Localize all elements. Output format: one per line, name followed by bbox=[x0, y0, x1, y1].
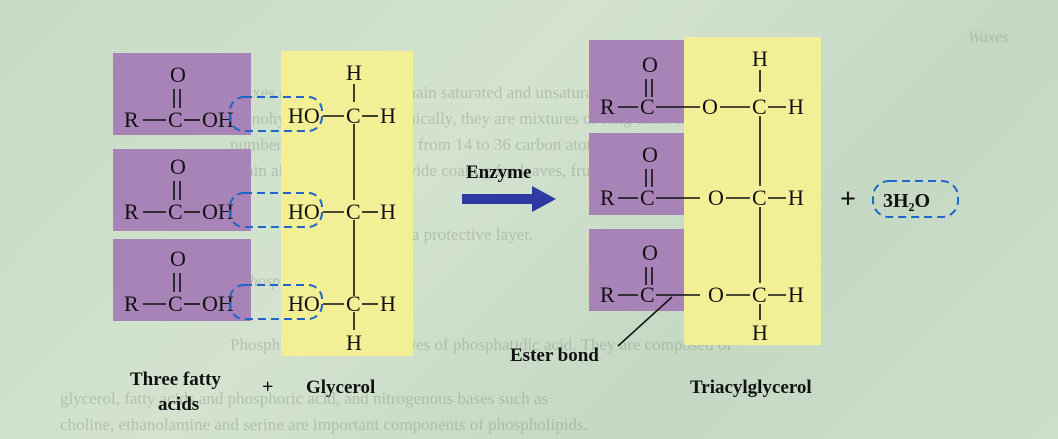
bg-heading-waxes: Waxes bbox=[968, 29, 1008, 46]
fatty-acid-1: O R C OH bbox=[124, 62, 234, 132]
oxygen-atom: O bbox=[170, 154, 186, 179]
carbon-atom: C bbox=[752, 282, 767, 307]
hydrogen-atom: H bbox=[752, 320, 768, 345]
hydrogen-atom: H bbox=[788, 282, 804, 307]
oxygen-atom: O bbox=[642, 142, 658, 167]
carbon-atom: C bbox=[346, 291, 361, 316]
fatty-acid-box-1 bbox=[113, 53, 251, 135]
carbon-atom: C bbox=[752, 94, 767, 119]
carbon-atom: C bbox=[640, 185, 655, 210]
acyl-group-2: O R C bbox=[600, 142, 700, 210]
hydrogen-atom: H bbox=[788, 94, 804, 119]
glycerol-box bbox=[281, 51, 413, 356]
hydrogen-atom: H bbox=[346, 60, 362, 85]
hydrogen-atom: H bbox=[752, 46, 768, 71]
hydrogen-atom: H bbox=[380, 199, 396, 224]
fatty-acid-box-2 bbox=[113, 149, 251, 231]
hydroxyl-group: HO bbox=[288, 103, 320, 128]
plus-sign: + bbox=[840, 184, 856, 215]
bg-line: choline, ethanolamine and serine are imp… bbox=[60, 415, 588, 434]
fatty-acid-2: O R C OH bbox=[124, 154, 234, 224]
ester-acyl-box-3 bbox=[589, 229, 684, 311]
fatty-acid-3: O R C OH bbox=[124, 246, 234, 316]
ester-bond-label: Ester bond bbox=[510, 345, 599, 366]
carbon-atom: C bbox=[640, 94, 655, 119]
r-group: R bbox=[600, 94, 615, 119]
carbon-atom: C bbox=[168, 107, 183, 132]
oxygen-atom: O bbox=[170, 62, 186, 87]
r-group: R bbox=[124, 199, 139, 224]
glycerol-label: Glycerol bbox=[306, 377, 375, 398]
fatty-acids-label: Three fatty bbox=[130, 369, 221, 390]
carbon-atom: C bbox=[346, 199, 361, 224]
hydroxyl-group: OH bbox=[202, 107, 234, 132]
carbon-atom: C bbox=[752, 185, 767, 210]
acyl-group-3: O R C bbox=[600, 240, 700, 307]
hydroxyl-group: OH bbox=[202, 291, 234, 316]
fatty-acids-label-line2: acids bbox=[158, 394, 199, 415]
carbon-atom: C bbox=[168, 291, 183, 316]
r-group: R bbox=[124, 107, 139, 132]
water-removal-circle-1 bbox=[229, 96, 323, 132]
glycerol-molecule: H HO C H HO C H HO C H H bbox=[288, 60, 396, 355]
carbon-atom: C bbox=[346, 103, 361, 128]
ester-bond-pointer bbox=[617, 296, 673, 347]
oxygen-atom: O bbox=[170, 246, 186, 271]
hydroxyl-group: HO bbox=[288, 291, 320, 316]
reaction-arrow-icon bbox=[462, 186, 556, 212]
hydroxyl-group: HO bbox=[288, 199, 320, 224]
oxygen-atom: O bbox=[642, 240, 658, 265]
oxygen-atom: O bbox=[642, 52, 658, 77]
glycerol-backbone: H O C H O C H O C H H bbox=[702, 46, 804, 345]
oxygen-atom: O bbox=[702, 94, 718, 119]
r-group: R bbox=[600, 282, 615, 307]
fatty-acid-box-3 bbox=[113, 239, 251, 321]
water-removal-circle-2 bbox=[229, 192, 323, 228]
hydroxyl-group: OH bbox=[202, 199, 234, 224]
enzyme-label: Enzyme bbox=[466, 162, 531, 183]
glycerol-backbone-box bbox=[684, 37, 821, 345]
r-group: R bbox=[600, 185, 615, 210]
carbon-atom: C bbox=[640, 282, 655, 307]
hydrogen-atom: H bbox=[380, 291, 396, 316]
triacylglycerol-label: Triacylglycerol bbox=[690, 377, 812, 398]
oxygen-atom: O bbox=[708, 185, 724, 210]
water-removal-circle-3 bbox=[229, 284, 323, 320]
hydrogen-atom: H bbox=[380, 103, 396, 128]
oxygen-atom: O bbox=[708, 282, 724, 307]
carbon-atom: C bbox=[168, 199, 183, 224]
plus-sign: + bbox=[262, 376, 273, 398]
ester-acyl-box-1 bbox=[589, 40, 684, 123]
bg-line: glycerol, fatty acids and phosphoric aci… bbox=[60, 389, 548, 408]
water-label: 3H₂O bbox=[883, 190, 930, 212]
water-dashed-circle bbox=[872, 180, 959, 218]
hydrogen-atom: H bbox=[788, 185, 804, 210]
ester-acyl-box-2 bbox=[589, 133, 684, 215]
acyl-group-1: O R C bbox=[600, 52, 700, 119]
hydrogen-atom: H bbox=[346, 330, 362, 355]
r-group: R bbox=[124, 291, 139, 316]
